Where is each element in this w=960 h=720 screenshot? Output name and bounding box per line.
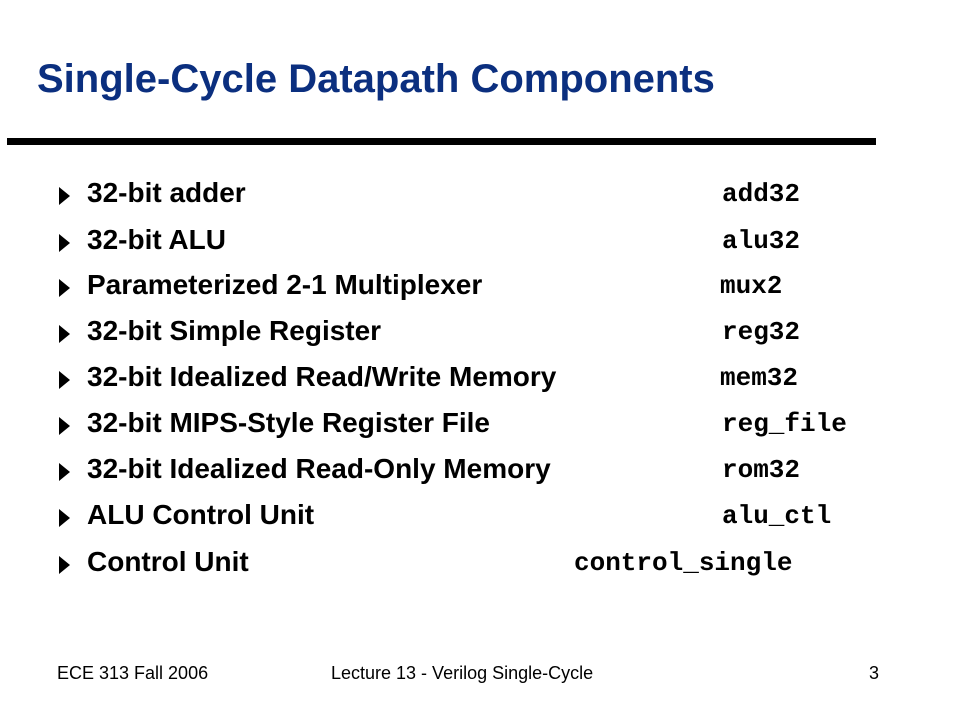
bullet-item: Control Unit control_single [0,545,960,585]
bullet-item: 32-bit Simple Register reg32 [0,314,960,354]
triangle-right-icon [59,556,70,574]
bullet-label: Parameterized 2-1 Multiplexer [87,269,483,300]
bullet-item: 32-bit Idealized Read/Write Memory mem32 [0,360,960,400]
module-name: mem32 [720,363,799,393]
bullet-item: 32-bit ALU alu32 [0,223,960,263]
page-number: 3 [869,663,880,683]
bullet-item: 32-bit MIPS-Style Register File reg_file [0,406,960,446]
bullet-label: Control Unit [87,546,249,577]
bullet-item: 32-bit adder add32 [0,176,960,216]
bullet-item: ALU Control Unit alu_ctl [0,498,960,538]
footer-lecture: Lecture 13 - Verilog Single-Cycle [331,663,594,683]
triangle-right-icon [59,509,70,527]
bullet-label: 32-bit Simple Register [87,315,382,346]
module-name: alu32 [722,226,801,256]
triangle-right-icon [59,234,70,252]
triangle-right-icon [59,279,70,297]
module-name: mux2 [720,271,783,301]
triangle-right-icon [59,187,70,205]
module-name: alu_ctl [722,501,832,531]
triangle-right-icon [59,325,70,343]
bullet-label: 32-bit ALU [87,224,226,255]
module-name: add32 [722,179,801,209]
bullet-label: 32-bit Idealized Read/Write Memory [87,361,557,392]
bullet-label: 32-bit adder [87,177,246,208]
triangle-right-icon [59,463,70,481]
module-name: control_single [574,548,793,578]
bullet-item: Parameterized 2-1 Multiplexer mux2 [0,268,960,308]
module-name: reg32 [722,317,801,347]
bullet-label: 32-bit MIPS-Style Register File [87,407,490,438]
module-name: reg_file [722,409,847,439]
title-divider [7,138,876,145]
triangle-right-icon [59,371,70,389]
module-name: rom32 [722,455,801,485]
footer-course: ECE 313 Fall 2006 [57,663,209,683]
bullet-label: ALU Control Unit [87,499,315,530]
triangle-right-icon [59,417,70,435]
bullet-item: 32-bit Idealized Read-Only Memory rom32 [0,452,960,492]
slide-title: Single-Cycle Datapath Components [37,57,715,101]
bullet-label: 32-bit Idealized Read-Only Memory [87,453,551,484]
